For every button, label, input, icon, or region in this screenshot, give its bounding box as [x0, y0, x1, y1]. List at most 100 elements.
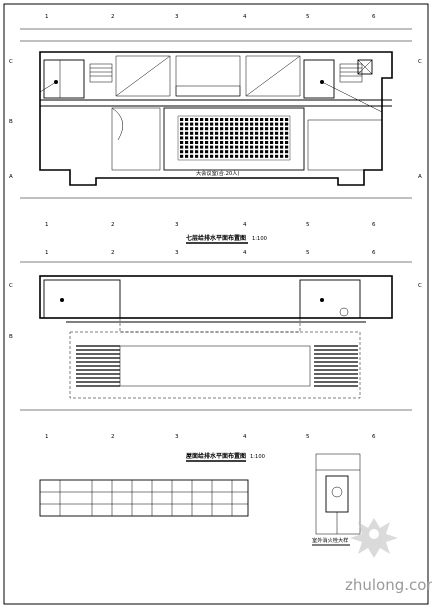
seat	[275, 131, 279, 135]
gutter	[119, 317, 301, 333]
axis-label: 6	[372, 434, 376, 440]
seat	[230, 154, 234, 158]
row-label: C	[9, 59, 13, 65]
seat	[200, 154, 204, 158]
seat	[180, 154, 184, 158]
meeting-room	[163, 107, 305, 171]
seat	[225, 122, 229, 126]
seat	[245, 136, 249, 140]
seat	[185, 127, 189, 131]
seat	[215, 131, 219, 135]
seat	[265, 122, 269, 126]
seat	[255, 145, 259, 149]
watermark-logo	[350, 518, 398, 558]
axis-label: 6	[372, 222, 376, 228]
seat	[220, 127, 224, 131]
seat	[180, 145, 184, 149]
seat	[225, 150, 229, 154]
seat	[275, 145, 279, 149]
seat	[205, 154, 209, 158]
seat	[260, 131, 264, 135]
seat	[225, 131, 229, 135]
seat	[205, 136, 209, 140]
seat	[230, 131, 234, 135]
seat	[250, 150, 254, 154]
plan1-axis-bottom: 1 2 3 4 5 6	[45, 222, 376, 228]
seat	[215, 122, 219, 126]
seat	[225, 127, 229, 131]
seat	[230, 136, 234, 140]
seat	[245, 131, 249, 135]
stair-right	[339, 63, 363, 83]
seat	[210, 150, 214, 154]
seat	[190, 122, 194, 126]
room-right-upper	[245, 55, 301, 97]
axis-label: 6	[372, 250, 376, 256]
seat	[195, 141, 199, 144]
seat	[180, 150, 184, 154]
axis-label: 2	[111, 250, 115, 256]
axis-label: 5	[306, 14, 310, 20]
seat	[250, 118, 254, 121]
seat	[200, 127, 204, 131]
room-label: 大会议室(合.20人)	[196, 169, 239, 177]
seat	[275, 154, 279, 158]
seat	[255, 131, 259, 135]
seat	[205, 122, 209, 126]
pipe-riser	[60, 298, 64, 302]
building-outline	[39, 51, 393, 186]
seat	[255, 136, 259, 140]
seat	[275, 136, 279, 140]
plan-2-roof: 1 2 3 4 5 6 C B C 1 2 3	[9, 250, 422, 462]
seat	[245, 154, 249, 158]
seat	[255, 127, 259, 131]
axis-label: 4	[243, 250, 247, 256]
seat	[230, 150, 234, 154]
seat	[210, 127, 214, 131]
plan1-title: 七层给排水平面布置图	[186, 234, 246, 242]
seat	[285, 150, 289, 154]
seat	[180, 141, 184, 144]
seat	[255, 122, 259, 126]
seat	[205, 118, 209, 121]
room-lower-left	[111, 107, 161, 171]
seat	[250, 141, 254, 144]
seat	[195, 145, 199, 149]
seat	[200, 131, 204, 135]
stair-left	[89, 63, 113, 83]
room-left-upper	[115, 55, 171, 97]
roof-field	[119, 345, 311, 387]
seat	[235, 136, 239, 140]
row-label: B	[9, 119, 13, 125]
seat	[220, 141, 224, 144]
seat	[215, 127, 219, 131]
plan2-title: 屋面给排水平面布置图	[186, 452, 246, 460]
seat	[255, 118, 259, 121]
seat	[185, 118, 189, 121]
seat	[210, 131, 214, 135]
seat	[230, 141, 234, 144]
seat	[235, 141, 239, 144]
seat	[270, 136, 274, 140]
hydrant-detail: 室外消火栓大样	[312, 453, 361, 546]
seat	[285, 118, 289, 121]
seat	[260, 154, 264, 158]
plan2-scale: 1:100	[250, 454, 265, 460]
seat	[185, 136, 189, 140]
seat	[220, 145, 224, 149]
plan1-scale: 1:100	[252, 236, 267, 242]
seat	[215, 145, 219, 149]
axis-label: 3	[175, 250, 179, 256]
seat	[240, 145, 244, 149]
seat	[245, 141, 249, 144]
row-label: A	[418, 174, 422, 180]
leader	[321, 81, 383, 113]
plan2-axis-bottom: 1 2 3 4 5 6	[45, 434, 376, 440]
seat	[210, 122, 214, 126]
row-label: C	[418, 283, 422, 289]
seat	[185, 141, 189, 144]
seat	[250, 131, 254, 135]
seat	[210, 145, 214, 149]
seat	[240, 127, 244, 131]
seat	[200, 136, 204, 140]
